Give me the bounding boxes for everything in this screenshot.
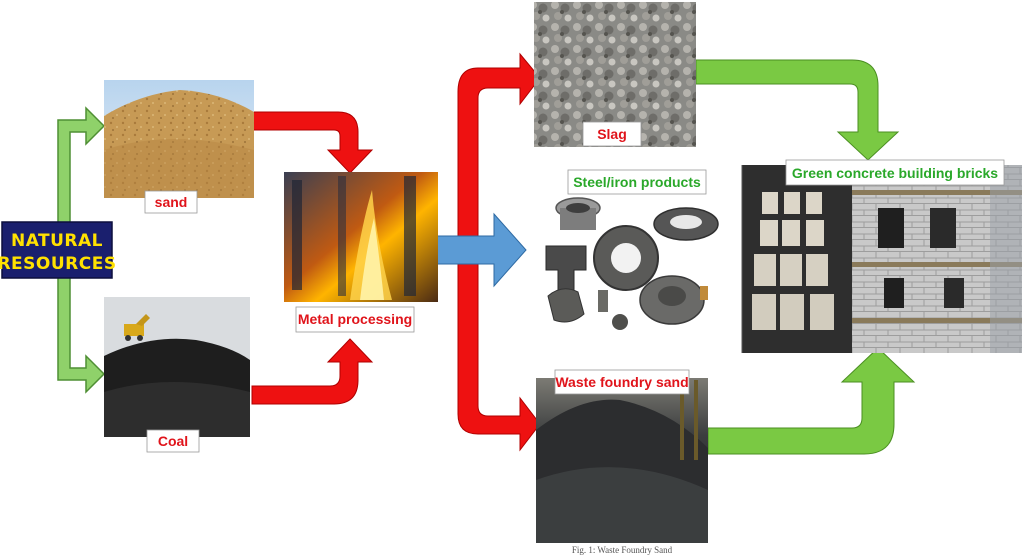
sand-label-box: sand	[144, 190, 198, 214]
natural-resources-line1: NATURAL	[11, 231, 103, 251]
wfs-to-bricks-arrow	[707, 347, 916, 455]
processing-to-steel-arrow	[435, 212, 527, 288]
wfs-figure-caption: Fig. 1: Waste Foundry Sand	[572, 545, 673, 555]
sand-to-processing-arrow	[251, 111, 374, 174]
coal-to-processing-arrow	[251, 338, 374, 405]
green-bricks-label: Green concrete building bricks	[792, 165, 998, 181]
wfs-label-box: Waste foundry sand	[554, 369, 690, 395]
natural-resources-line2: RESOURCES	[0, 254, 117, 274]
steel-products-label: Steel/iron products	[573, 174, 701, 190]
resource-split-arrow	[57, 106, 106, 394]
wfs-label: Waste foundry sand	[555, 374, 688, 390]
coal-label: Coal	[158, 433, 188, 449]
green-bricks-image	[741, 165, 1022, 353]
steel-products-image	[545, 197, 719, 330]
slag-to-bricks-arrow	[695, 59, 900, 161]
slag-label: Slag	[597, 126, 627, 142]
natural-resources-badge: NATURAL RESOURCES	[0, 221, 117, 279]
slag-label-box: Slag	[582, 121, 642, 147]
metal-processing-label-box: Metal processing	[295, 306, 415, 333]
metal-processing-label: Metal processing	[298, 311, 412, 327]
metal-processing-image	[284, 172, 438, 302]
green-bricks-label-box: Green concrete building bricks	[785, 159, 1005, 186]
coal-label-box: Coal	[146, 429, 200, 453]
wfs-image	[536, 378, 708, 543]
sand-image	[104, 80, 254, 198]
steel-products-label-box: Steel/iron products	[567, 169, 707, 195]
sand-label: sand	[155, 194, 188, 210]
coal-image	[104, 297, 250, 437]
